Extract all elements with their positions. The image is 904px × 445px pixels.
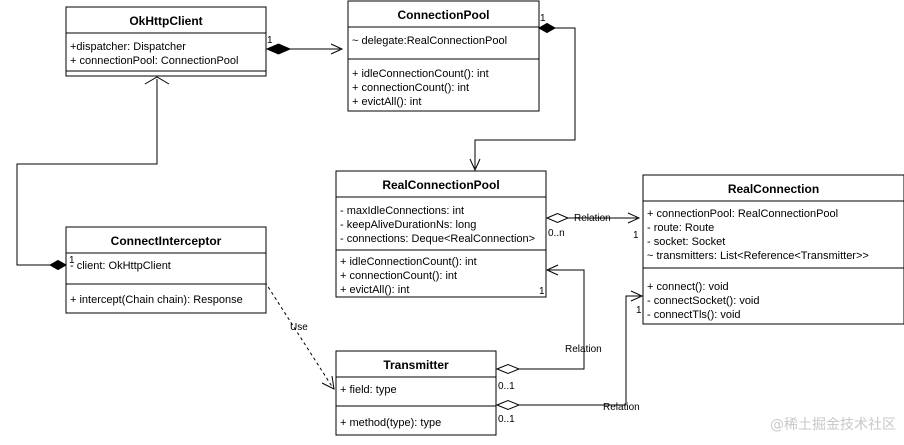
relation-label: Relation xyxy=(574,213,611,224)
class-attribute: ~ delegate:RealConnectionPool xyxy=(352,35,507,47)
multiplicity-label: 1 xyxy=(540,13,546,24)
class-attribute: - connections: Deque<RealConnection> xyxy=(340,233,535,245)
class-method: + method(type): type xyxy=(340,417,441,429)
class-attribute: - keepAliveDurationNs: long xyxy=(340,219,476,231)
edge-transmitter-to-realpool xyxy=(519,269,585,370)
composition-diamond xyxy=(537,22,557,34)
aggregation-diamond xyxy=(545,212,570,224)
class-attribute: - client: OkHttpClient xyxy=(70,260,171,272)
multiplicity-label: 1 xyxy=(267,35,273,46)
class-method: + connectionCount(): int xyxy=(352,82,469,94)
class-title: RealConnection xyxy=(728,182,819,196)
arrowhead xyxy=(469,158,481,172)
edge-transmitter-to-realconnection xyxy=(519,295,640,406)
relation-label: Relation xyxy=(603,402,640,413)
class-method: + idleConnectionCount(): int xyxy=(352,68,489,80)
class-attribute: - route: Route xyxy=(647,222,714,234)
multiplicity-label: 0..1 xyxy=(498,381,515,392)
class-method: + idleConnectionCount(): int xyxy=(340,256,477,268)
class-box-okhttpclient[interactable] xyxy=(65,6,267,77)
multiplicity-label: 1 xyxy=(539,286,545,297)
multiplicity-label: 0..1 xyxy=(498,414,515,425)
arrowhead xyxy=(321,375,335,390)
class-method: + connectionCount(): int xyxy=(340,270,457,282)
class-box-connectionpool[interactable] xyxy=(347,0,540,112)
arrowhead xyxy=(630,290,644,302)
class-box-realconnectionpool[interactable] xyxy=(335,170,547,298)
class-method: + evictAll(): int xyxy=(352,96,421,108)
arrowhead xyxy=(330,43,344,55)
class-box-realconnection[interactable] xyxy=(642,174,904,325)
class-title: Transmitter xyxy=(383,358,449,372)
class-attribute: - maxIdleConnections: int xyxy=(340,205,464,217)
dependency-label: Use xyxy=(290,322,308,333)
class-title: ConnectInterceptor xyxy=(111,234,222,248)
edge-pool-to-realpool xyxy=(474,27,576,168)
edge-interceptor-uses-transmitter xyxy=(264,281,334,389)
class-attribute: - socket: Socket xyxy=(647,236,725,248)
edge-interceptor-to-client xyxy=(16,79,158,266)
arrowhead xyxy=(144,76,170,85)
class-box-transmitter[interactable] xyxy=(335,350,497,436)
class-attribute: + field: type xyxy=(340,384,397,396)
multiplicity-label: 0..n xyxy=(548,228,565,239)
multiplicity-label: 1 xyxy=(69,255,75,266)
multiplicity-label: 1 xyxy=(633,230,639,241)
class-method: - connectSocket(): void xyxy=(647,295,760,307)
class-title: OkHttpClient xyxy=(129,14,202,28)
aggregation-diamond xyxy=(495,399,521,411)
arrowhead xyxy=(627,212,641,224)
class-attribute: + connectionPool: RealConnectionPool xyxy=(647,208,838,220)
class-attribute: ~ transmitters: List<Reference<Transmitt… xyxy=(647,250,869,262)
relation-label: Relation xyxy=(565,344,602,355)
class-method: + evictAll(): int xyxy=(340,284,409,296)
arrowhead xyxy=(545,264,559,276)
watermark: @稀土掘金技术社区 xyxy=(770,417,896,433)
class-title: RealConnectionPool xyxy=(382,178,499,192)
class-method: - connectTls(): void xyxy=(647,309,741,321)
class-method: + intercept(Chain chain): Response xyxy=(70,294,243,306)
class-box-connectinterceptor[interactable] xyxy=(65,226,267,314)
class-method: + connect(): void xyxy=(647,281,729,293)
class-attribute: + connectionPool: ConnectionPool xyxy=(70,55,238,67)
class-attribute: +dispatcher: Dispatcher xyxy=(70,41,186,53)
aggregation-diamond xyxy=(495,363,521,375)
composition-diamond xyxy=(48,259,68,271)
multiplicity-label: 1 xyxy=(636,305,642,316)
composition-diamond xyxy=(265,43,292,55)
class-title: ConnectionPool xyxy=(398,8,490,22)
